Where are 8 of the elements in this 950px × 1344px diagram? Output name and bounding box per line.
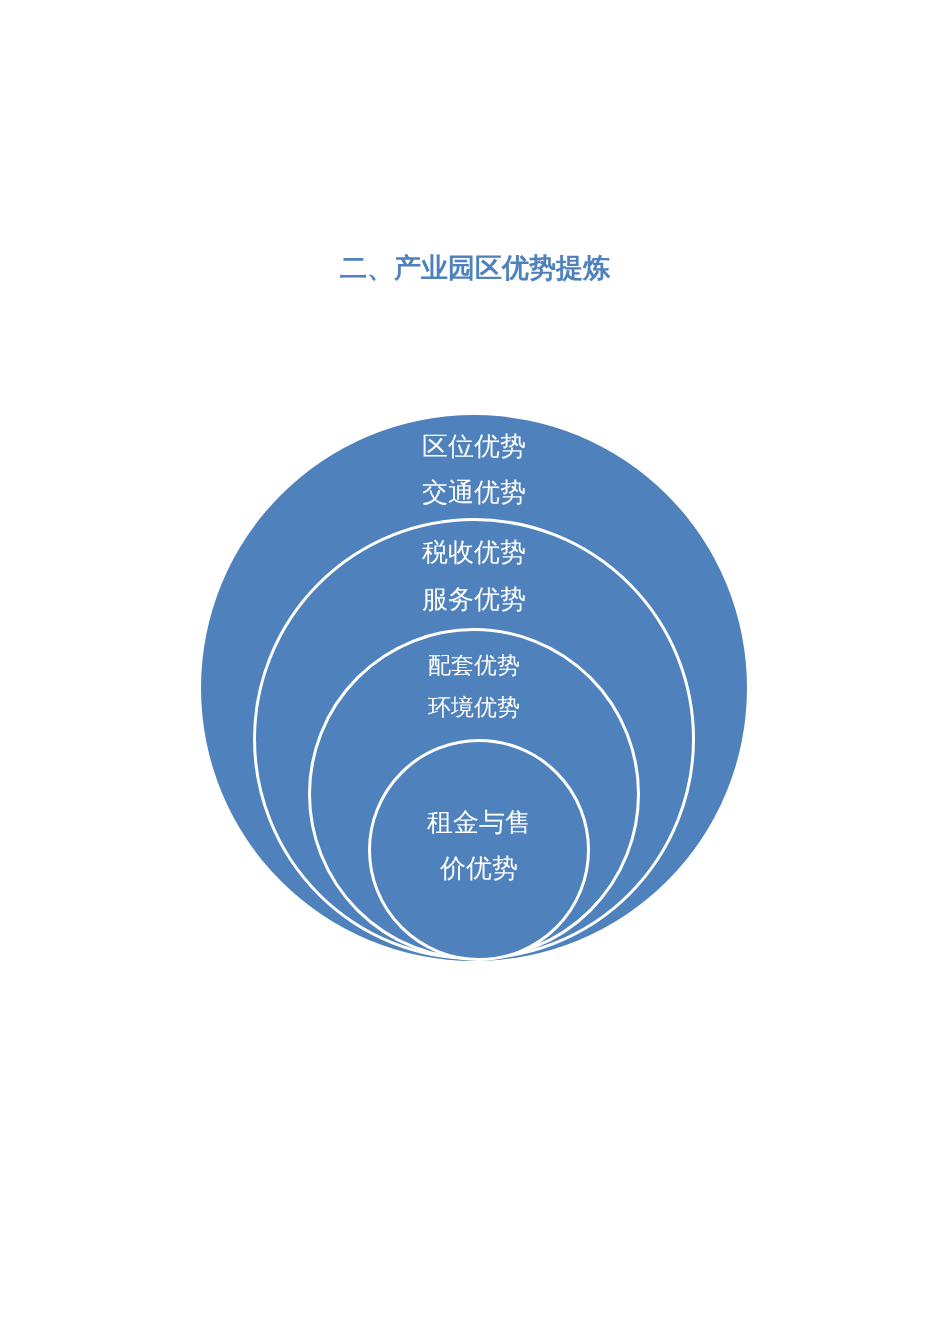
circle-label: 税收优势	[422, 537, 526, 569]
title: 二、产业园区优势提炼	[339, 251, 611, 285]
circle-label: 区位优势	[422, 431, 526, 463]
circle-label: 租金与售价优势	[426, 806, 532, 885]
circle-label: 配套优势	[428, 652, 520, 680]
circle-label: 环境优势	[428, 694, 520, 722]
circle-label: 服务优势	[422, 584, 526, 616]
circle-label: 交通优势	[422, 477, 526, 509]
